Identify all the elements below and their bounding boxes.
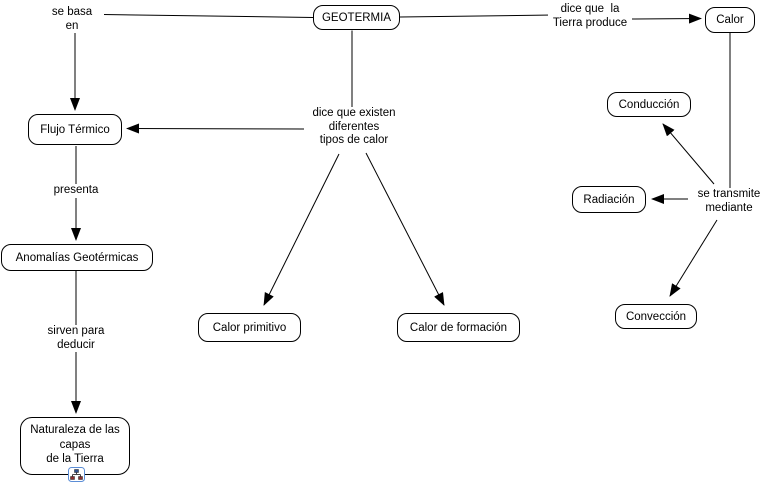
- link-label-dice-tipos[interactable]: dice que existen diferentes tipos de cal…: [304, 107, 404, 148]
- node-anomalias-geotermicas[interactable]: Anomalías Geotérmicas: [1, 244, 153, 271]
- link-label-se-basa[interactable]: se basa en: [40, 6, 104, 33]
- link-label-transmite[interactable]: se transmite mediante: [692, 188, 766, 215]
- edge-geotermia-dicetierra: [399, 14, 554, 18]
- node-geotermia[interactable]: GEOTERMIA: [313, 5, 400, 30]
- edge-geotermia-sebasa: [102, 14, 314, 18]
- node-calor[interactable]: Calor: [705, 7, 755, 33]
- edge-dicetipos-calorprimitivo: [263, 153, 340, 306]
- node-conveccion[interactable]: Convección: [615, 304, 697, 329]
- link-label-presenta[interactable]: presenta: [48, 184, 104, 198]
- edge-transmite-conveccion: [669, 219, 718, 297]
- edge-dicetipos-flujotermico: [126, 123, 306, 134]
- node-radiacion[interactable]: Radiación: [572, 186, 646, 213]
- node-naturaleza-capas-tierra[interactable]: Naturaleza de las capas de la Tierra: [20, 417, 130, 475]
- edge-dicetierra-calor: [627, 13, 702, 24]
- node-calor-primitivo[interactable]: Calor primitivo: [198, 313, 301, 342]
- node-conduccion[interactable]: Conducción: [607, 92, 691, 117]
- link-label-dice-tierra[interactable]: dice que la Tierra produce: [548, 3, 632, 30]
- node-calor-de-formacion[interactable]: Calor de formación: [397, 313, 520, 342]
- edge-transmite-conduccion: [662, 123, 715, 185]
- edge-dicetipos-calorformacion: [365, 152, 445, 306]
- node-flujo-termico[interactable]: Flujo Térmico: [28, 114, 122, 145]
- link-label-sirven[interactable]: sirven para deducir: [44, 325, 108, 352]
- concept-map-resource-icon[interactable]: [68, 467, 85, 482]
